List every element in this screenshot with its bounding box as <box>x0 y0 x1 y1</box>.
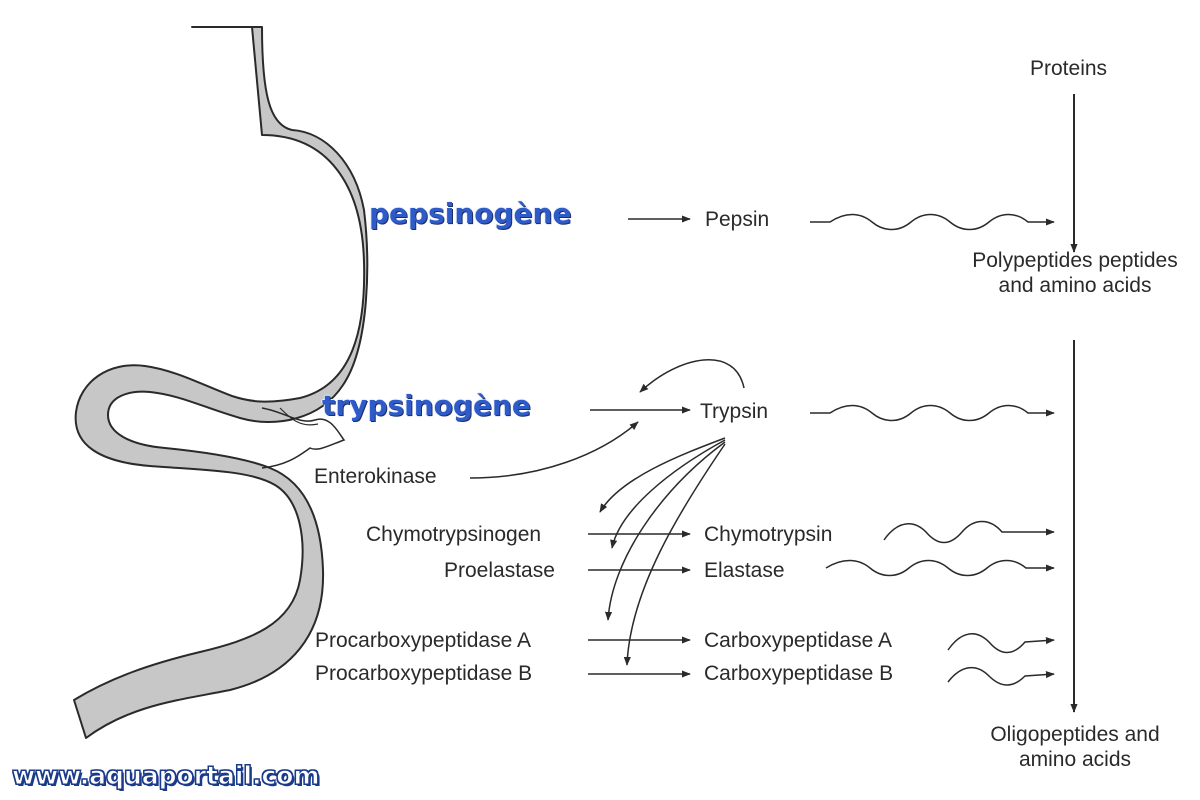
arrow-trypsin-autocatalysis <box>639 359 745 393</box>
label-carboxypeptidase-a: Carboxypeptidase A <box>704 629 892 652</box>
wavy-arrow-chymotrypsin <box>883 520 1055 544</box>
label-proelastase: Proelastase <box>444 559 555 582</box>
wavy-arrow-trypsin <box>810 404 1055 422</box>
label-chymotrypsin: Chymotrypsin <box>704 523 833 546</box>
stomach-shape <box>73 26 369 739</box>
label-polypeptides-line2: and amino acids <box>998 274 1152 298</box>
label-oligopeptides-line2: amino acids <box>1018 748 1132 772</box>
label-trypsin: Trypsin <box>700 400 769 423</box>
wavy-arrow-pepsin <box>810 213 1055 231</box>
label-pepsin: Pepsin <box>705 208 770 231</box>
watermark-link[interactable]: www.aquaportail.com <box>12 761 321 790</box>
label-chymotrypsinogen: Chymotrypsinogen <box>366 523 542 546</box>
arrow-trypsin-fan-3 <box>604 441 726 621</box>
arrow-trypsin-fan-2 <box>610 439 726 549</box>
wavy-arrow-elastase <box>825 559 1055 577</box>
label-procarboxypeptidase-b: Procarboxypeptidase B <box>315 662 533 685</box>
label-procarboxypeptidase-a: Procarboxypeptidase A <box>315 629 531 652</box>
wavy-arrow-carboxypeptidase-a <box>947 633 1055 654</box>
label-elastase: Elastase <box>704 559 785 582</box>
label-oligopeptides: Oligopeptides and amino acids <box>955 722 1195 772</box>
label-polypeptides: Polypeptides peptides and amino acids <box>945 248 1200 298</box>
duct-branches <box>261 407 346 469</box>
label-enterokinase: Enterokinase <box>314 465 437 488</box>
label-oligopeptides-line1: Oligopeptides and <box>990 723 1160 746</box>
arrow-trypsin-fan-4 <box>623 443 726 666</box>
wavy-arrow-carboxypeptidase-b <box>947 667 1055 686</box>
label-trypsinogen: trypsinogène <box>322 389 531 422</box>
label-carboxypeptidase-b: Carboxypeptidase B <box>704 662 894 685</box>
arrow-enterokinase-trypsin <box>469 421 639 479</box>
label-polypeptides-line1: Polypeptides peptides <box>972 249 1178 272</box>
label-proteins: Proteins <box>1030 57 1108 80</box>
label-pepsinogen: pepsinogène <box>369 197 572 230</box>
arrow-trypsin-fan-1 <box>599 437 726 513</box>
